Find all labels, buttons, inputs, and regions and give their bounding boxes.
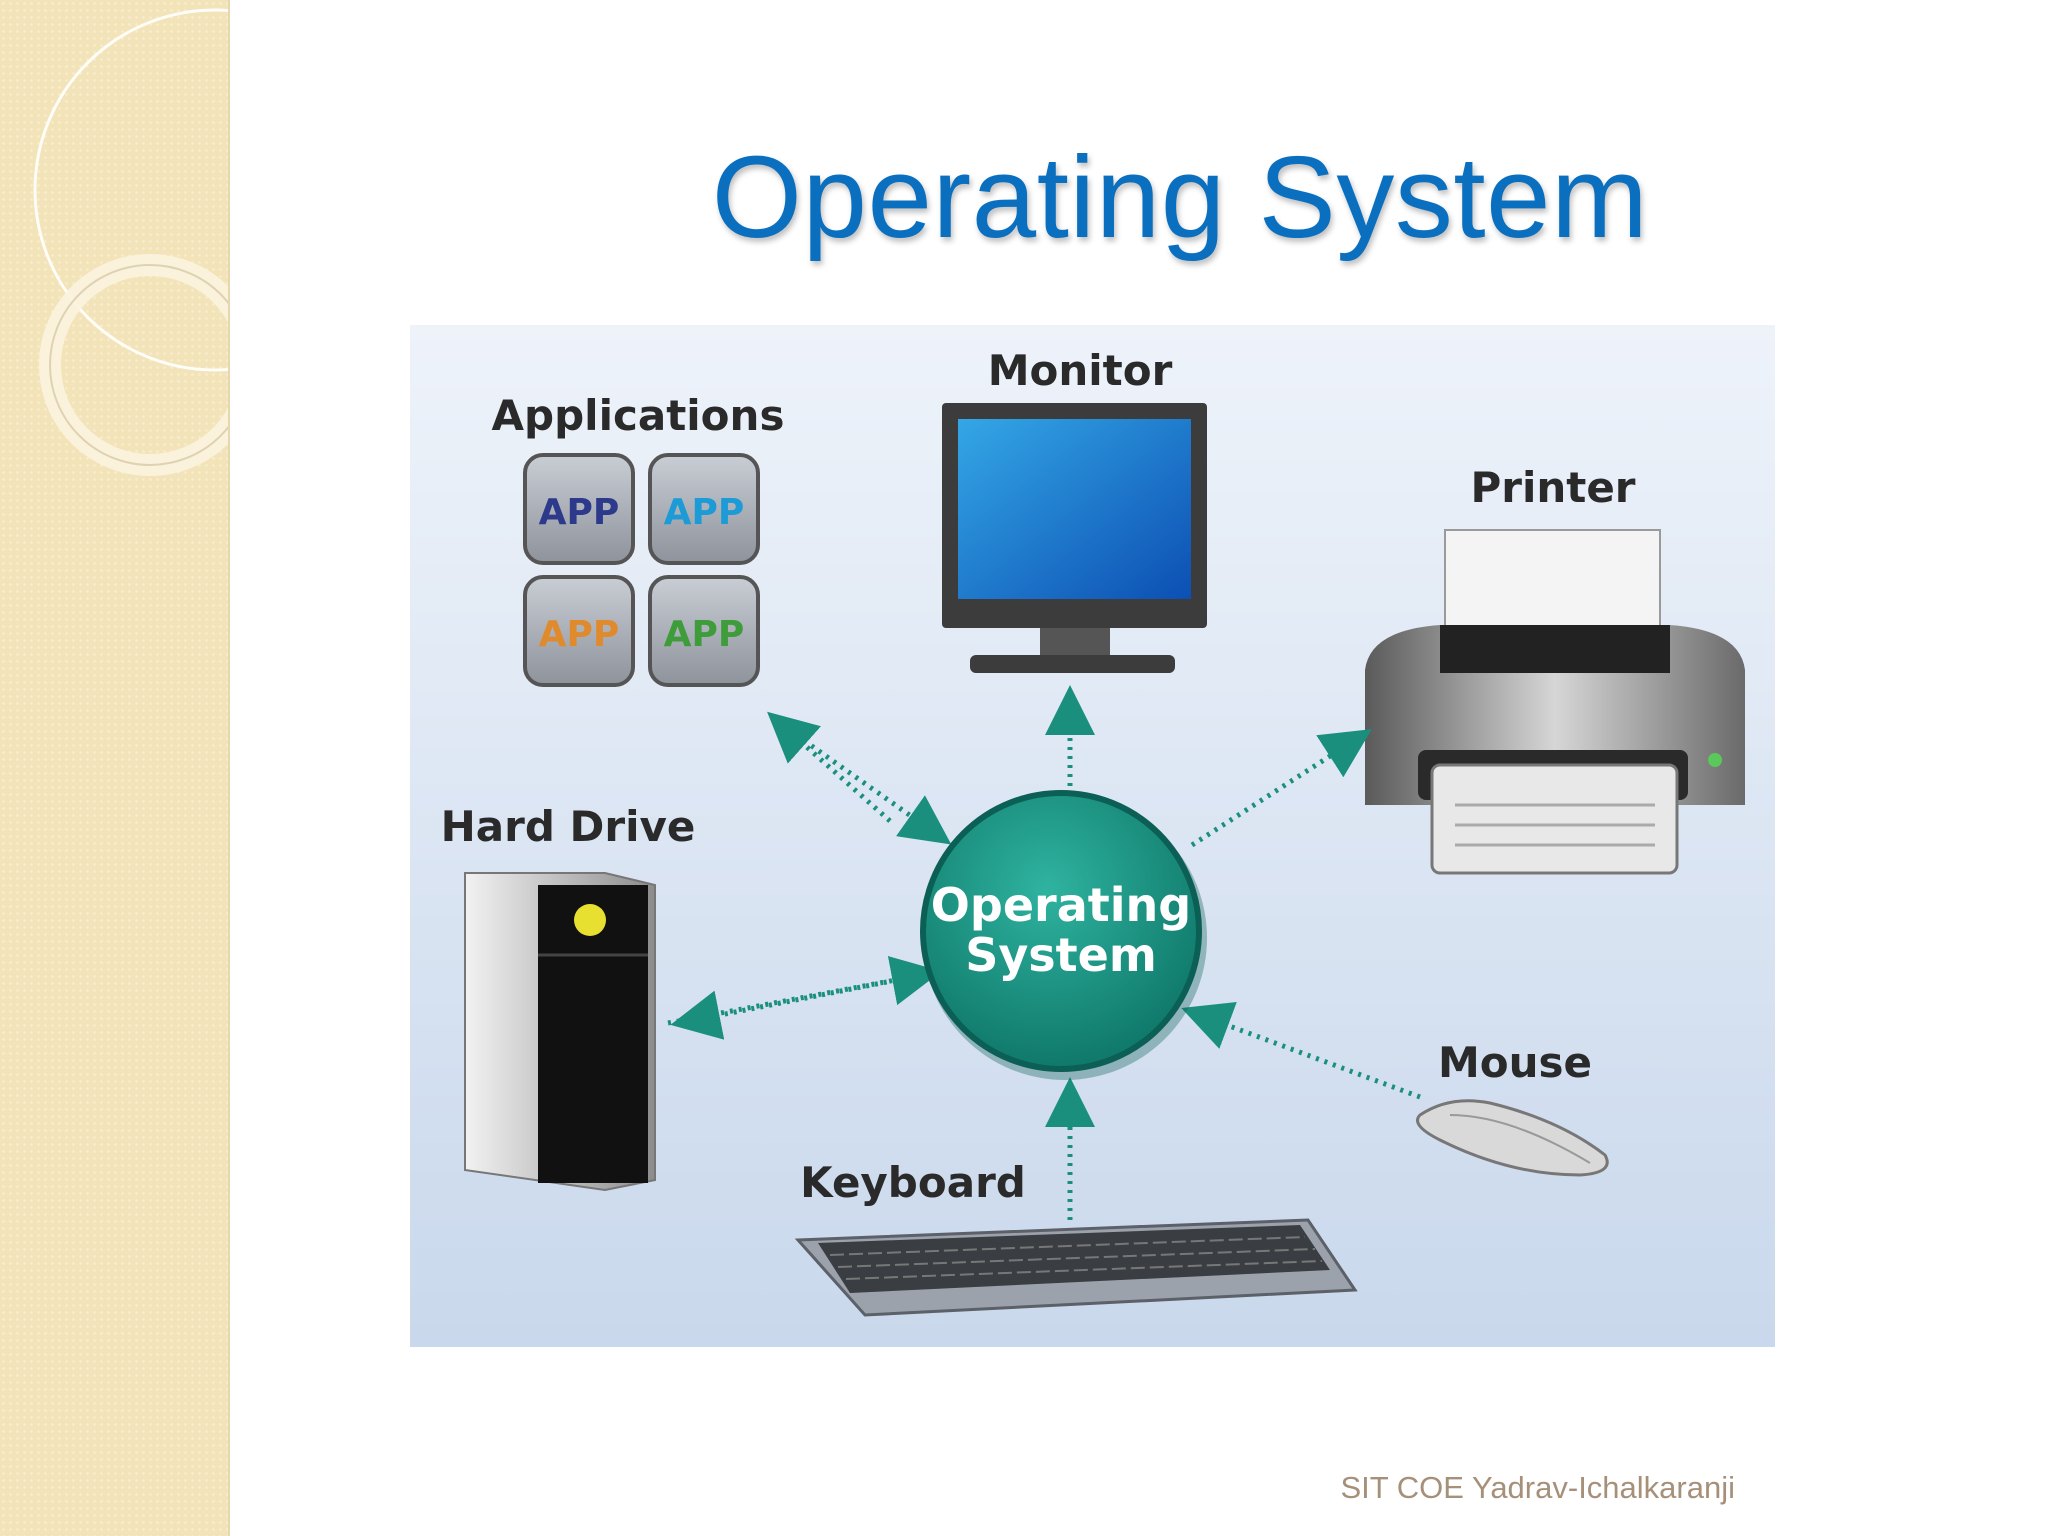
os-node-label-line1: Operating — [931, 878, 1191, 932]
mouse-label: Mouse — [1438, 1038, 1592, 1087]
decorative-circles — [0, 0, 228, 1536]
printer-label: Printer — [1470, 463, 1635, 512]
os-node-label-line2: System — [965, 928, 1157, 982]
slide-footer: SIT COE Yadrav-Ichalkaranji — [1340, 1470, 1735, 1506]
decorative-sidebar — [0, 0, 230, 1536]
hard-drive-icon — [465, 873, 655, 1190]
applications-label: Applications — [492, 391, 785, 440]
os-diagram: Applications APP APP APP APP Monitor Pri… — [410, 325, 1775, 1347]
slide-title: Operating System — [660, 130, 1700, 264]
app-icon-text: APP — [539, 492, 620, 533]
monitor-label: Monitor — [988, 346, 1173, 395]
keyboard-label: Keyboard — [800, 1158, 1026, 1207]
operating-system-node: Operating System — [923, 793, 1207, 1080]
hard-drive-label: Hard Drive — [441, 802, 696, 851]
app-icon-text: APP — [664, 614, 745, 655]
app-icon-text: APP — [664, 492, 745, 533]
app-icon-text: APP — [539, 614, 620, 655]
